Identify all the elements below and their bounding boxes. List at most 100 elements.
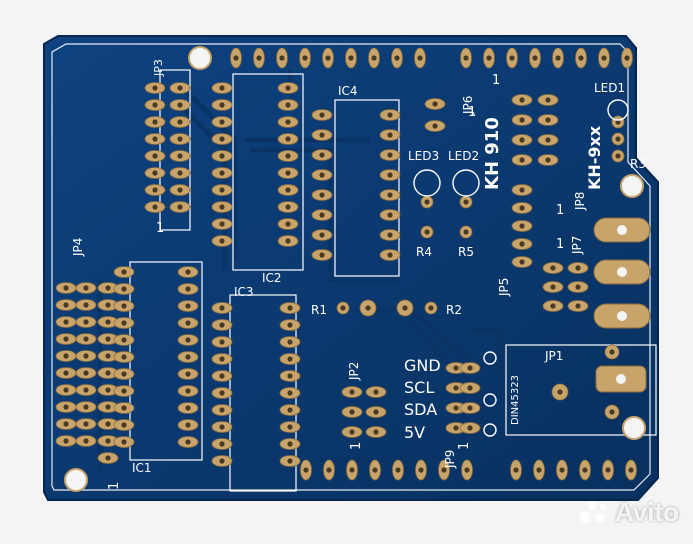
solder-pad [345,47,357,69]
screw-terminal-pad [593,303,651,329]
solder-pad [169,99,191,111]
solder-pad [552,47,564,69]
ic4-outline [334,99,400,277]
solder-pad [211,235,233,247]
solder-pad [169,184,191,196]
label-board-model: KH-9xx [585,125,604,190]
solder-pad [144,82,166,94]
solder-pad [604,344,620,360]
solder-pad [379,249,401,261]
solder-pad [211,387,233,399]
solder-pad [279,404,301,416]
solder-pad [113,402,135,414]
solder-pad [322,47,334,69]
solder-pad [424,120,446,132]
solder-pad [336,301,350,315]
solder-pad [55,418,77,430]
solder-pad [279,302,301,314]
label-ic2: IC2 [262,271,282,285]
solder-pad [537,114,559,126]
solder-pad [379,169,401,181]
label-led1: LED1 [594,81,625,95]
solder-pad [311,209,333,221]
solder-pad [542,281,564,293]
solder-pad [55,350,77,362]
solder-pad [279,455,301,467]
solder-pad [75,401,97,413]
solder-pad [55,435,77,447]
solder-pad [459,362,481,374]
solder-pad [341,426,363,438]
solder-pad [169,150,191,162]
solder-pad [379,129,401,141]
mounting-holes [64,46,646,492]
solder-pad [279,421,301,433]
solder-pad [598,47,610,69]
solder-pad [611,149,625,163]
solder-pad [369,459,381,481]
solder-pad [567,300,589,312]
solder-pad [177,402,199,414]
label-jp4: JP4 [71,238,85,257]
solder-pad [55,299,77,311]
label-ic3: IC3 [234,285,254,299]
solder-pad [169,82,191,94]
solder-pad [113,266,135,278]
solder-pad [392,459,404,481]
ic2-outline [232,73,304,271]
solder-pad [341,406,363,418]
solder-pad [113,334,135,346]
solder-pad [551,383,569,401]
solder-pad [279,336,301,348]
solder-pad [211,353,233,365]
mounting-hole [620,174,644,198]
solder-pad [542,262,564,274]
solder-pad [459,422,481,434]
label-sda: SDA [404,400,437,419]
label-r1: R1 [311,303,327,317]
solder-pad [424,98,446,110]
solder-pad [177,436,199,448]
solder-pad [144,184,166,196]
solder-pad [211,336,233,348]
led1-outline [607,99,629,121]
label-pin1: 1 [457,442,472,450]
solder-pad [211,319,233,331]
solder-pad [604,404,620,420]
solder-pad [211,218,233,230]
solder-pad [75,316,97,328]
solder-pad [211,184,233,196]
solder-pad [359,299,377,317]
screw-terminal-pad [593,217,651,243]
label-scl: SCL [404,378,434,397]
solder-pad [113,317,135,329]
solder-pad [510,459,522,481]
solder-pad [567,281,589,293]
solder-pad [379,189,401,201]
label-r4: R4 [416,245,432,259]
solder-pad [341,386,363,398]
label-pin1: 1 [556,203,564,218]
solder-pad [279,438,301,450]
solder-pad [542,300,564,312]
solder-pad [511,154,533,166]
solder-pad [300,459,312,481]
watermark-text: Avito [614,497,679,527]
solder-pad [460,47,472,69]
label-pin1: 1 [349,442,364,450]
solder-pad [611,115,625,129]
solder-pad [459,225,473,239]
solder-pad [420,225,434,239]
label-ic4: IC4 [338,84,358,98]
solder-pad [169,133,191,145]
label-5v: 5V [404,423,425,442]
solder-pad [144,116,166,128]
solder-pad [144,201,166,213]
solder-pad [113,436,135,448]
solder-pad [611,132,625,146]
solder-pad [346,459,358,481]
solder-pad [415,459,427,481]
solder-pad [211,99,233,111]
solder-pad [529,47,541,69]
solder-pad [461,459,473,481]
